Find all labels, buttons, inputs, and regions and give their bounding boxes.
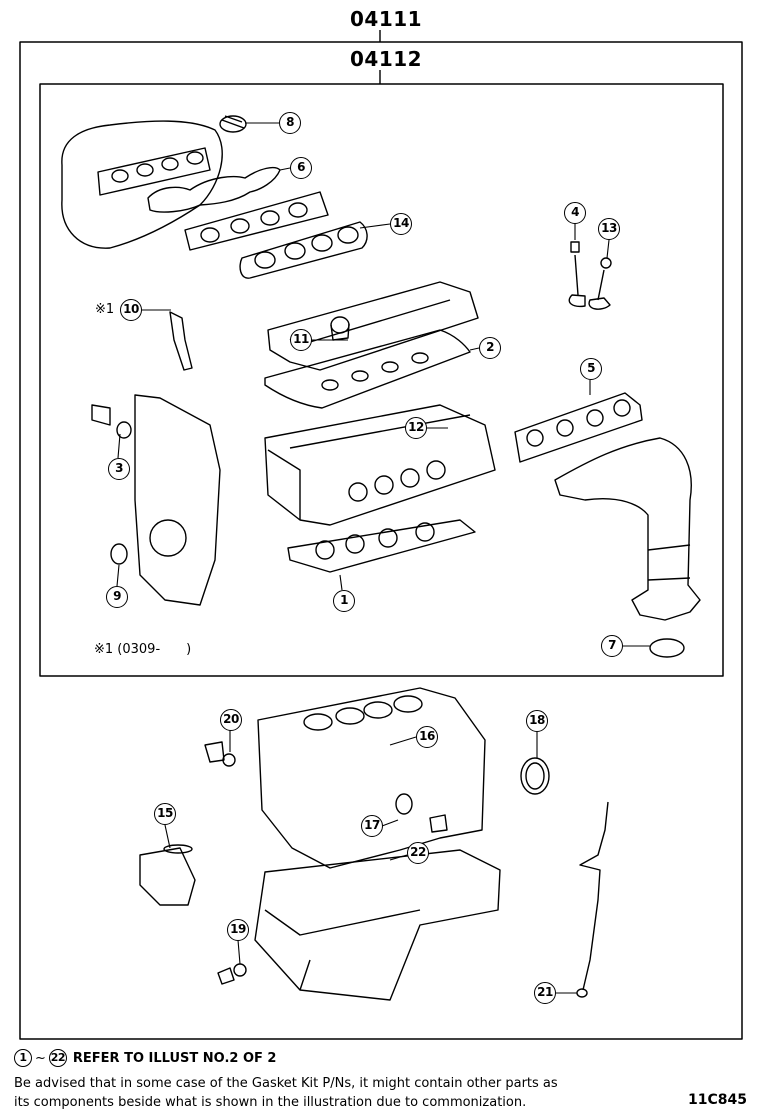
callout-3: 3 [108,458,130,480]
callout-13: 13 [598,218,620,240]
callout-19: 19 [227,919,249,941]
top-part-number: 04111 [350,7,423,31]
part-10-drawing [169,311,193,371]
dipstick-drawing [579,801,609,991]
oil-pan-drawing [254,849,501,1001]
mark-ref-note: ※1 [95,302,115,317]
callout-15: 15 [154,803,176,825]
head-cover-drawing [267,281,479,371]
timing-cover-drawing [134,394,221,606]
head-gasket-drawing [287,519,476,573]
exhaust-gasket-drawing [514,392,643,463]
ref-end-callout: 22 [48,1049,67,1067]
callout-1: 1 [333,590,355,612]
callout-18: 18 [526,710,548,732]
callout-21: 21 [534,982,556,1004]
callout-7: 7 [601,635,623,657]
ref-start-callout: 1 [14,1049,32,1067]
gasket-2-drawing [264,329,471,409]
callout-11: 11 [290,329,312,351]
callout-12: 12 [405,417,427,439]
mark-range-note: ※1 (0309- ) [94,642,192,657]
advisory-line-2: its components beside what is shown in t… [14,1095,527,1110]
refer-note: 1 ~ 22 REFER TO ILLUST NO.2 OF 2 [14,1049,276,1067]
cylinder-head-drawing [264,404,496,526]
gasket-14-drawing [239,221,368,279]
ref-text: REFER TO ILLUST NO.2 OF 2 [72,1050,277,1066]
part-8-drawing [219,115,247,133]
oil-seal-drawing [520,757,550,795]
exhaust-manifold-drawing [554,437,701,621]
callout-5: 5 [580,358,602,380]
callout-20: 20 [220,709,242,731]
callout-14: 14 [390,213,412,235]
callout-9: 9 [106,586,128,608]
callout-8: 8 [279,112,301,134]
callout-2: 2 [479,337,501,359]
callout-22: 22 [407,842,429,864]
gasket-6-drawing [147,166,281,213]
callout-10: 10 [120,299,142,321]
callout-16: 16 [416,726,438,748]
callout-17: 17 [361,815,383,837]
inner-part-number: 04112 [350,47,423,71]
intake-manifold-drawing [61,120,329,251]
water-pump-drawing [139,847,196,906]
outer-frame [19,41,743,1040]
cylinder-block-drawing [257,687,486,869]
valves-drawing [568,241,612,310]
advisory-line-1: Be advised that in some case of the Gask… [14,1076,558,1091]
callout-4: 4 [564,202,586,224]
illustration-code: 11C845 [688,1092,747,1108]
inner-frame [39,83,724,677]
callout-6: 6 [290,157,312,179]
